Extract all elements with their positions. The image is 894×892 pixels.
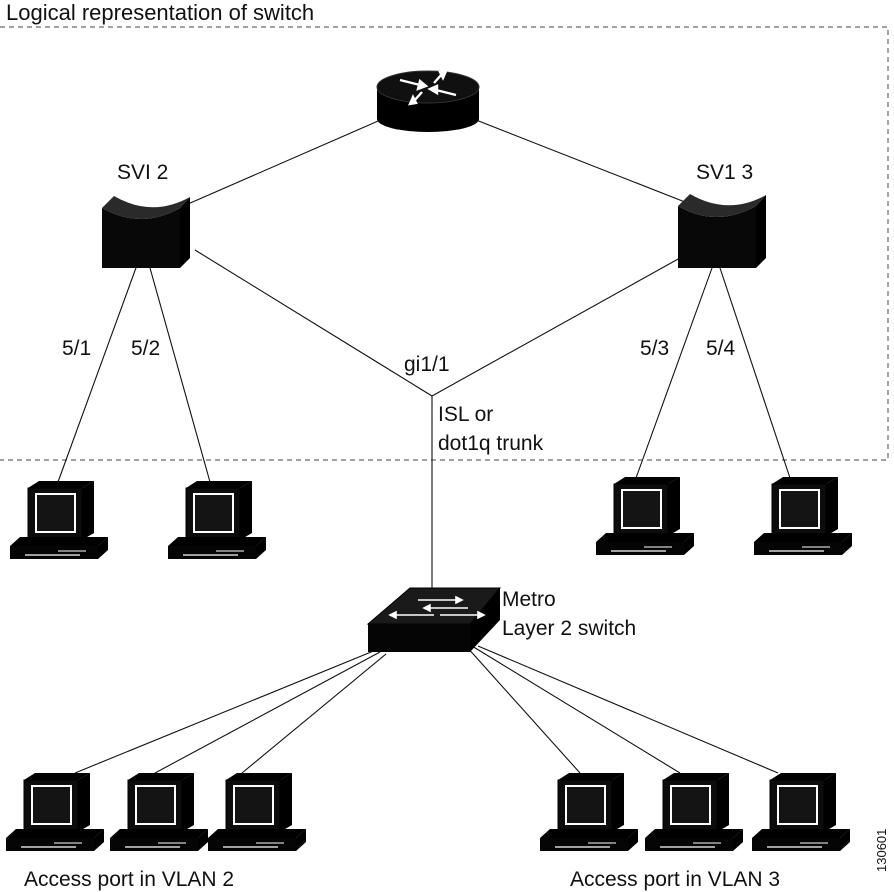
region-title: Logical representation of switch <box>6 0 314 25</box>
label-port-5-3: 5/3 <box>640 337 669 360</box>
workstation-icon-vlan3-c <box>751 772 851 852</box>
link-switch-vlan3-b <box>471 645 681 774</box>
link-svi3-trunk <box>431 257 681 397</box>
workstation-icon-vlan2-b <box>109 772 209 852</box>
link-svi2-trunk <box>194 249 433 397</box>
workstation-icon-port-5-3 <box>595 476 695 556</box>
label-switch-line1: Metro <box>502 588 556 611</box>
label-svi3: SV1 3 <box>696 161 753 184</box>
router-icon <box>376 69 480 132</box>
workstation-icon-vlan2-a <box>5 772 105 852</box>
label-access-vlan2: Access port in VLAN 2 <box>24 868 234 891</box>
workstation-icon-port-5-4 <box>753 476 853 556</box>
label-switch-line2: Layer 2 switch <box>502 617 636 640</box>
figure-id: 130601 <box>874 829 889 872</box>
link-svi2-port-5-2 <box>149 267 211 483</box>
link-router-svi2 <box>187 117 386 205</box>
label-svi2: SVI 2 <box>117 161 168 184</box>
link-switch-vlan2-c <box>241 653 387 774</box>
workstation-icon-port-5-2 <box>167 480 267 560</box>
logical-region-boundary <box>0 26 889 461</box>
link-svi3-port-5-3 <box>635 267 713 479</box>
svi3-switch-icon <box>678 194 766 268</box>
label-trunk-line1: ISL or <box>438 403 493 426</box>
label-gi1-1: gi1/1 <box>404 353 450 376</box>
link-svi2-port-5-1 <box>57 264 138 483</box>
label-port-5-1: 5/1 <box>62 337 91 360</box>
link-switch-vlan3-c <box>477 645 779 774</box>
label-trunk-line2: dot1q trunk <box>438 432 544 455</box>
label-port-5-4: 5/4 <box>706 337 736 360</box>
link-switch-vlan2-a <box>74 649 377 774</box>
link-router-svi3 <box>470 117 691 205</box>
link-switch-vlan2-b <box>154 651 381 774</box>
link-svi3-port-5-4 <box>719 267 791 479</box>
metro-switch-icon <box>366 587 502 652</box>
svi2-switch-icon <box>102 196 190 268</box>
workstation-icon-vlan3-b <box>644 772 744 852</box>
link-switch-vlan3-a <box>465 645 581 774</box>
connections <box>57 117 791 774</box>
workstation-icon-vlan3-a <box>539 772 639 852</box>
label-port-5-2: 5/2 <box>131 337 160 360</box>
workstation-icon-vlan2-c <box>207 772 307 852</box>
label-access-vlan3: Access port in VLAN 3 <box>570 868 780 891</box>
workstation-icon-port-5-1 <box>9 480 109 560</box>
